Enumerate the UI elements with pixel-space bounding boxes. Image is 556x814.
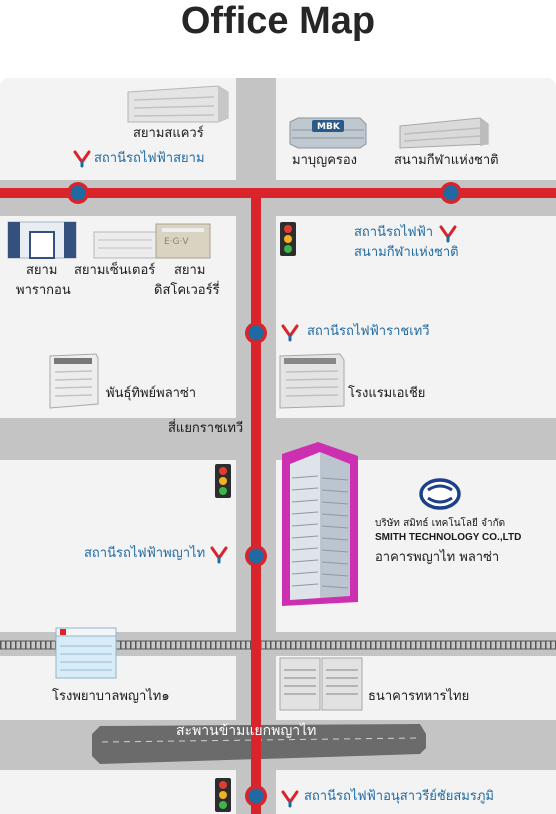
label-mbk: มาบุญครอง [292, 153, 358, 168]
label-phayathai-station: สถานีรถไฟฟ้าพญาไท [84, 546, 206, 561]
block-hospital [0, 656, 236, 720]
page-title: Office Map [180, 0, 376, 42]
building-siam-paragon [7, 221, 77, 259]
building-phayathai-plaza [282, 442, 358, 606]
office-map: สยามสแควร์ สถานีรถไฟฟ้าสยาม MBK มาบุญครอ… [0, 78, 556, 814]
label-asia-hotel: โรงแรมเอเชีย [348, 386, 426, 401]
bts-logo-icons [73, 150, 457, 808]
traffic-light-icons [215, 222, 296, 812]
label-siam-center: สยามเซ็นเตอร์ [74, 263, 156, 278]
building-tmb-bank [279, 657, 363, 711]
label-national-stadium: สนามกีฬาแห่งชาติ [394, 153, 499, 168]
label-ratchathewi-junction: สี่แยกราชเทวี [168, 421, 244, 436]
label-victory-station: สถานีรถไฟฟ้าอนุสาวรีย์ชัยสมรภูมิ [304, 789, 494, 804]
building-asia-hotel [279, 353, 345, 409]
label-bridge: สะพานข้ามแยกพญาไท [176, 723, 317, 739]
building-siam-square [127, 85, 229, 123]
label-tmb: ธนาคารทหารไทย [368, 689, 470, 704]
label-ratchathewi-station: สถานีรถไฟฟ้าราชเทวี [307, 324, 430, 339]
smith-logo-icon [419, 478, 461, 510]
label-company-en: SMITH TECHNOLOGY CO.,LTD [375, 532, 522, 543]
building-phayathai-hospital [55, 627, 117, 679]
station-dots [67, 182, 462, 807]
label-mbk-sign: MBK [317, 122, 340, 132]
building-siam-discovery [155, 223, 211, 259]
map-graphics [0, 78, 556, 814]
label-stadium-station-1: สถานีรถไฟฟ้า [354, 225, 434, 240]
block-bottom-left [0, 770, 236, 814]
label-pantip: พันธุ์ทิพย์พลาซ่า [106, 386, 197, 401]
building-siam-center [93, 231, 157, 259]
label-egv: E·G·V [164, 237, 189, 247]
building-mbk [289, 117, 367, 149]
building-pantip-plaza [49, 353, 99, 409]
building-national-stadium [399, 117, 489, 149]
label-siam-paragon-1: สยาม [26, 263, 58, 278]
label-siam-station: สถานีรถไฟฟ้าสยาม [94, 151, 205, 166]
label-phayathai-plaza: อาคารพญาไท พลาซ่า [375, 550, 500, 565]
label-stadium-station-2: สนามกีฬาแห่งชาติ [354, 245, 459, 260]
label-company-th: บริษัท สมิทธ์ เทคโนโลยี จำกัด [375, 518, 506, 529]
block-bottom-right [276, 770, 556, 814]
red-road-horizontal [0, 188, 556, 198]
red-road-vertical [251, 188, 261, 814]
label-siam-paragon-2: พารากอน [16, 283, 71, 298]
label-siam-discovery-1: สยาม [174, 263, 206, 278]
label-siam-discovery-2: ดิสโคเวอร์รี่ [154, 283, 220, 298]
label-hospital: โรงพยาบาลพญาไท๑ [52, 689, 170, 704]
block-pantip-south [0, 460, 236, 632]
label-siam-square: สยามสแควร์ [133, 126, 204, 141]
